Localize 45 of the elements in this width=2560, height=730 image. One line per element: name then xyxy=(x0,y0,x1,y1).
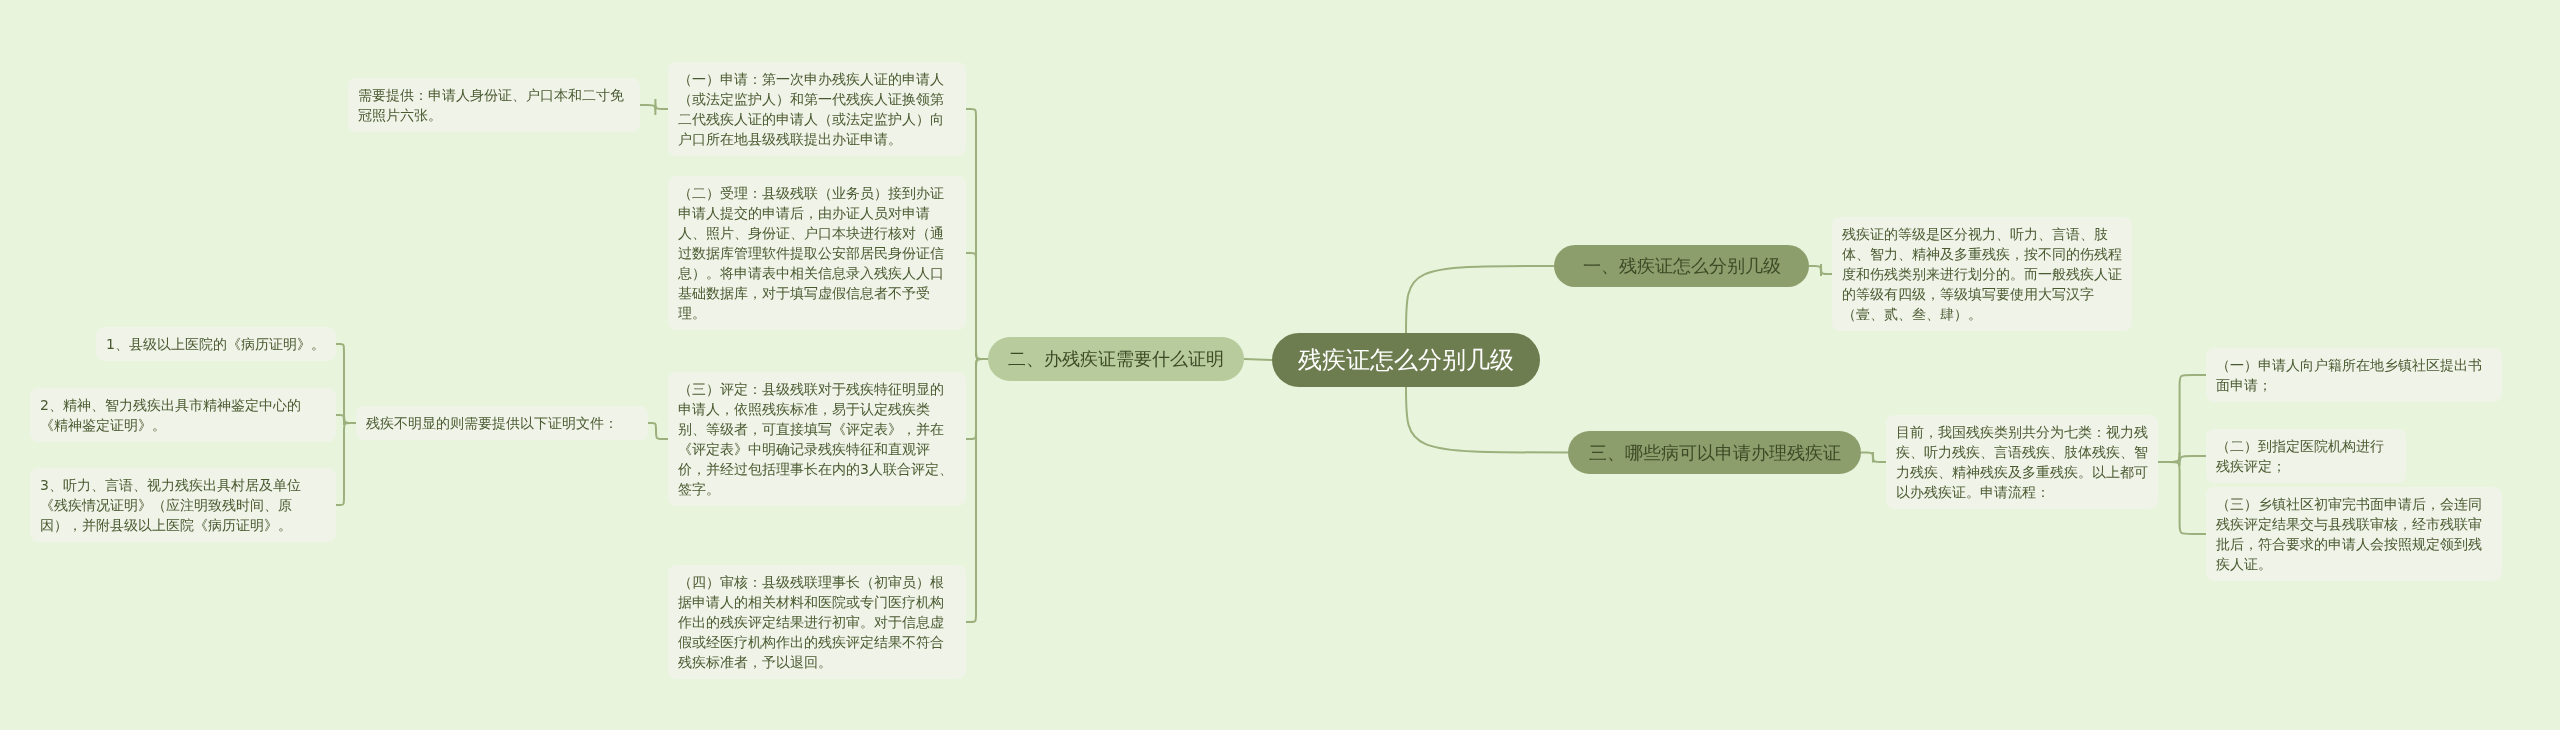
note-text: （二）到指定医院机构进行残疾评定； xyxy=(2216,437,2385,476)
central-topic xyxy=(1272,333,1540,387)
connector-line xyxy=(1243,358,1273,361)
note-text: 2、精神、智力残疾出具市精神鉴定中心的《精神鉴定证明》。 xyxy=(40,396,302,435)
note-text: （四）审核：县级残联理事长（初审员）根据申请人的相关材料和医院或专门医疗机构作出的残疾评定结果进行初审。对于信息虚假或经医疗机构作出的残疾评定结果不符合残疾标准者，予以退回。 xyxy=(678,573,945,672)
branch-topic xyxy=(1568,431,1861,474)
note-text: 需要提供：申请人身份证、户口本和二寸免冠照片六张。 xyxy=(358,86,625,125)
branch-topic xyxy=(988,337,1244,381)
text-card xyxy=(668,565,966,679)
topic-label: 二、办残疾证需要什么证明 xyxy=(1008,347,1224,371)
note-text: 3、听力、言语、视力残疾出具村居及单位《残疾情况证明》（应注明致残时间、原因），并附县级以上医院《病历证明》。 xyxy=(40,476,302,535)
connector-line xyxy=(1405,386,1569,454)
text-card xyxy=(2206,487,2502,581)
text-card xyxy=(668,62,966,156)
connector-line xyxy=(965,358,989,623)
text-card xyxy=(1886,415,2158,509)
topic-label: 三、哪些病可以申请办理残疾证 xyxy=(1588,440,1841,465)
connector-line xyxy=(1405,265,1555,334)
text-card xyxy=(2206,348,2502,402)
note-text: （三）乡镇社区初审完书面申请后，会连同残疾评定结果交与县残联审核，经市残联审批后，符合要求的申请人会按照规定领到残疾人证。 xyxy=(2216,495,2483,574)
text-card xyxy=(2206,429,2406,483)
topic-label: 一、残疾证怎么分别几级 xyxy=(1582,254,1781,278)
branch-topic xyxy=(1554,245,1809,287)
text-card xyxy=(1832,217,2132,331)
note-text: 目前，我国残疾类别共分为七类：视力残疾、听力残疾、言语残疾、肢体残疾、智力残疾、精神残疾及多重残疾。以上都可以办残疾证。申请流程： xyxy=(1896,423,2148,502)
note-text: 残疾证的等级是区分视力、听力、言语、肢体、智力、精神及多重残疾，按不同的伤残程度和伤残类别来进行划分的。而一般残疾人证的等级有四级，等级填写要使用大写汉字（壹、贰、叁、肆）。 xyxy=(1842,225,2122,324)
text-card xyxy=(348,78,640,132)
note-text: （二）受理：县级残联（业务员）接到办证申请人提交的申请后，由办证人员对申请人、照片、身份证、户口本块进行核对（通过数据库管理软件提取公安部居民身份证信息）。将申请表中相关信息录入残疾人人口基础数据库，对于填写虚假信息者不予受理。 xyxy=(678,184,945,323)
connector-line xyxy=(639,98,669,116)
topic-title: 残疾证怎么分别几级 xyxy=(1298,345,1514,376)
connector-line xyxy=(335,422,357,506)
note-text: （三）评定：县级残联对于残疾特征明显的申请人，依照残疾标准，易于认定残疾类别、等级者，可直接填写《评定表》，并在《评定表》中明确记录残疾特征和直观评价，并经过包括理事长在内的3人联合评定、签字。 xyxy=(678,380,954,499)
text-card xyxy=(96,327,336,361)
note-text: 1、县级以上医院的《病历证明》。 xyxy=(106,335,326,354)
connector-line xyxy=(1860,451,1887,464)
text-card xyxy=(356,406,648,440)
connector-line xyxy=(1808,263,1833,277)
text-card xyxy=(30,468,336,542)
note-text: 残疾不明显的则需要提供以下证明文件： xyxy=(366,414,619,433)
note-text: （一）申请人向户籍所在地乡镇社区提出书面申请； xyxy=(2216,356,2483,395)
text-card xyxy=(30,388,336,442)
note-text: （一）申请：第一次申办残疾人证的申请人（或法定监护人）和第一代残疾人证换领第二代残疾人证的申请人（或法定监护人）向户口所在地县级残联提出办证申请。 xyxy=(678,70,945,149)
text-card xyxy=(668,176,966,330)
connector-line xyxy=(647,422,669,440)
text-card xyxy=(668,372,966,506)
